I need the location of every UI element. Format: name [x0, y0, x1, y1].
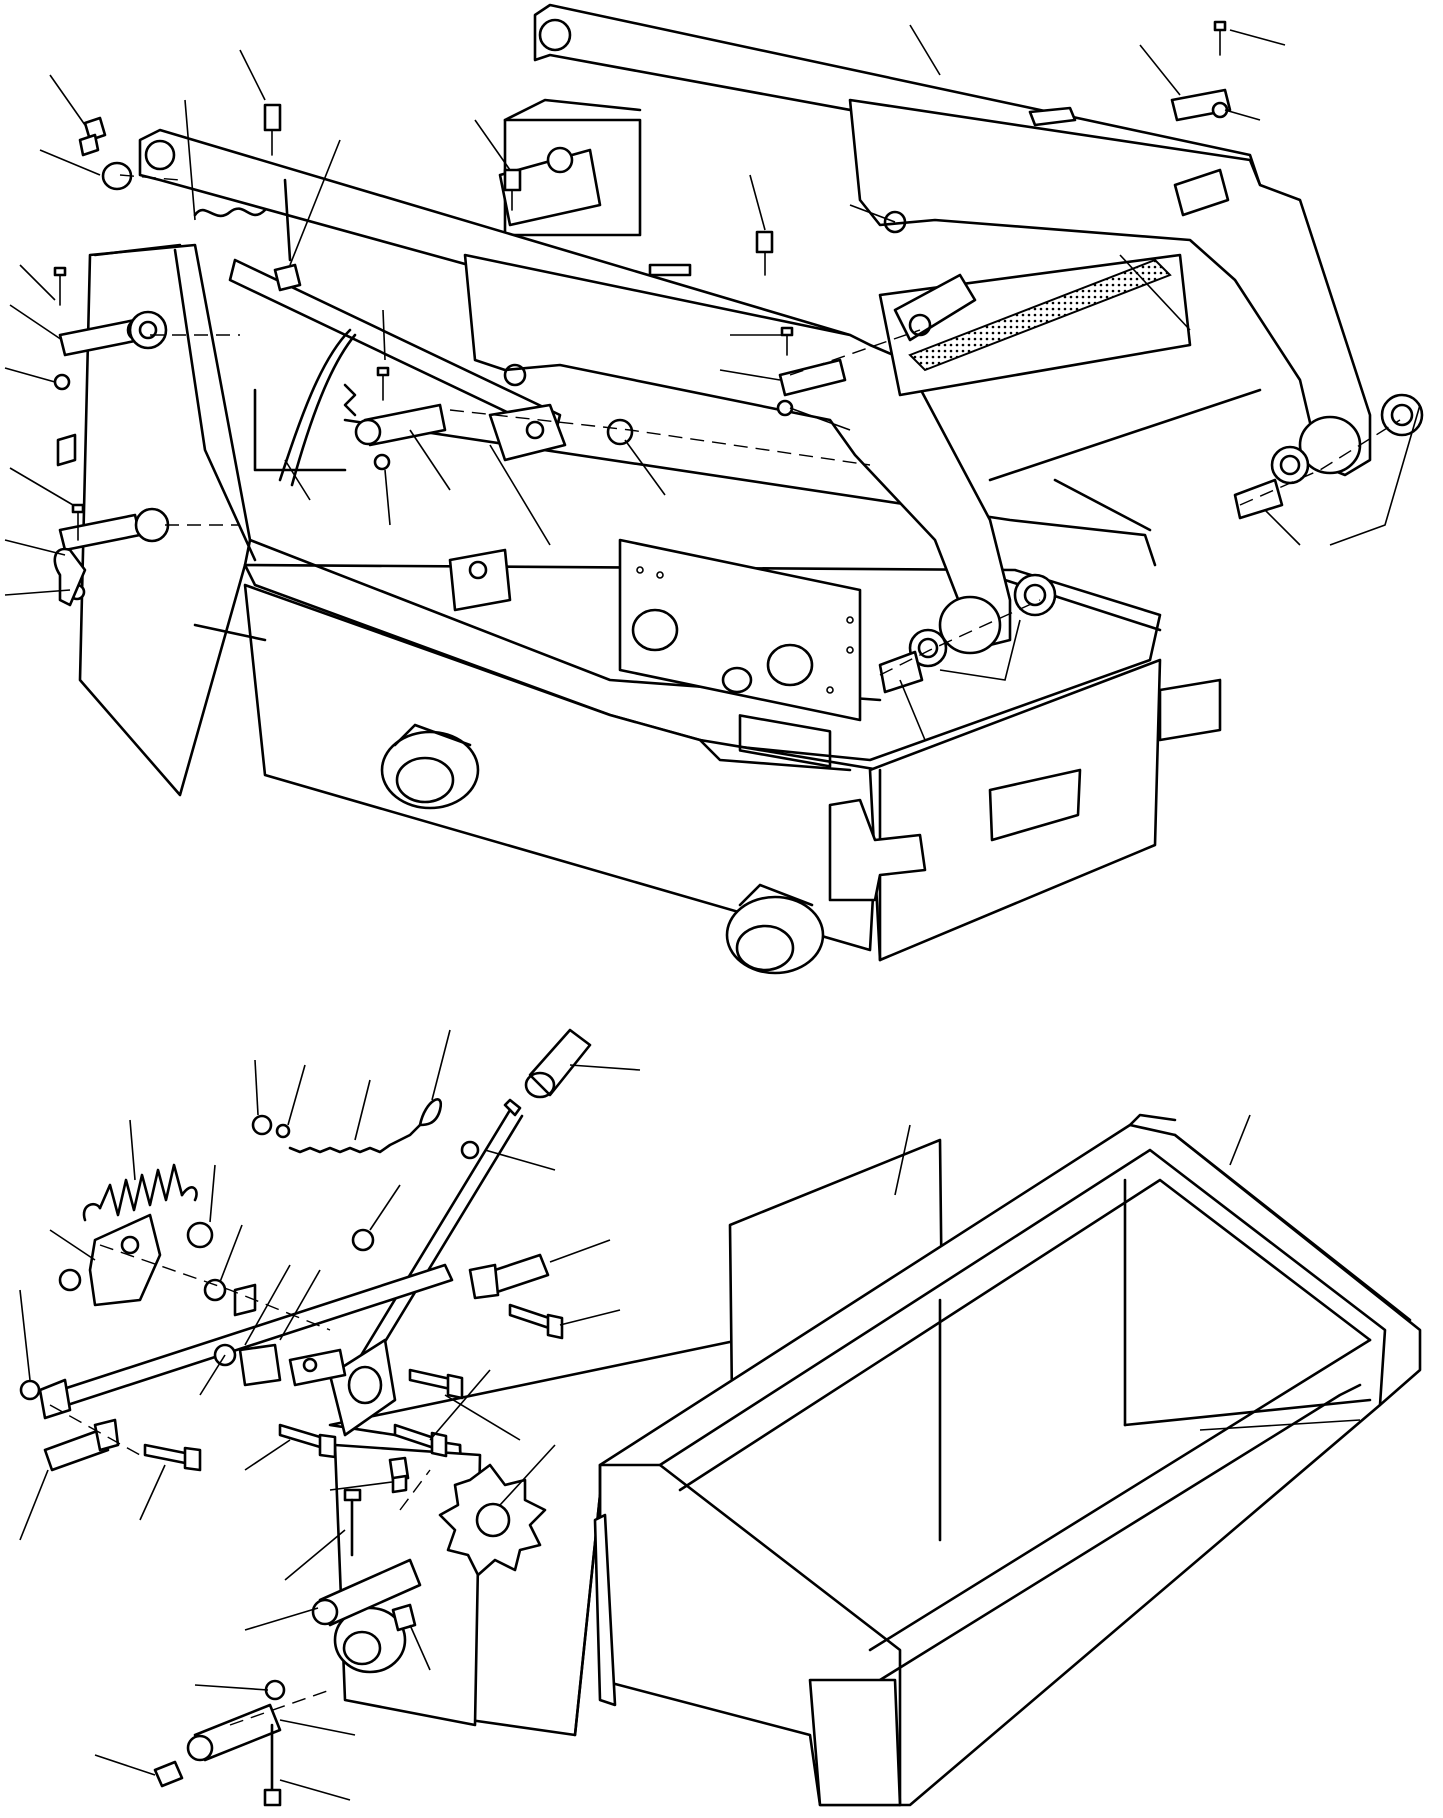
leader-lines-bucket	[894, 1114, 1361, 1431]
bolt	[408, 1368, 464, 1400]
tension-spring	[82, 1163, 198, 1222]
pin	[354, 403, 447, 447]
nut	[351, 1228, 375, 1252]
bolt	[780, 326, 794, 356]
tow-hub-left	[380, 723, 480, 810]
pin	[43, 1418, 120, 1472]
cross-bar	[878, 253, 1262, 482]
bolt	[508, 1303, 564, 1340]
nut	[53, 373, 71, 391]
washer	[908, 628, 948, 668]
nut	[264, 1679, 286, 1701]
bushing	[128, 310, 168, 350]
bushing	[1233, 478, 1284, 520]
bolt	[71, 503, 85, 541]
nut	[19, 1379, 41, 1401]
grease-fitting	[503, 168, 522, 211]
nut	[776, 399, 794, 417]
nut	[58, 1268, 82, 1292]
bucket-body	[593, 1113, 1422, 1807]
linkage-rod	[228, 178, 567, 487]
leader-lines-upper	[4, 24, 1421, 741]
bushing	[878, 650, 924, 694]
pin	[186, 1703, 282, 1762]
bolt	[1213, 20, 1227, 56]
base-frame	[78, 243, 1222, 975]
rear-upright	[498, 98, 642, 237]
loader-lift-frame	[4, 3, 1424, 975]
assembly-lines-lower	[49, 1244, 431, 1726]
bolt	[143, 1443, 202, 1472]
leader-lines-lower	[19, 1029, 641, 1801]
grease-fitting	[263, 103, 282, 156]
sprocket	[438, 1463, 547, 1577]
snap-ring	[606, 418, 634, 446]
front-lift-arm	[138, 128, 1012, 655]
assembly-lines-upper	[119, 174, 1401, 676]
pin	[468, 1253, 550, 1300]
chain	[251, 1098, 443, 1154]
bucket-release-linkage	[19, 1028, 982, 1807]
small-cylinder	[56, 433, 77, 467]
bolt	[278, 1423, 337, 1459]
grease-fitting	[755, 230, 774, 276]
release-lever	[338, 1028, 592, 1398]
grease-fitting	[153, 1760, 184, 1788]
bolt	[343, 1488, 362, 1557]
bucket	[593, 1113, 1422, 1807]
nut	[186, 1221, 214, 1249]
pivot-plate	[328, 1338, 397, 1437]
spring	[343, 383, 357, 417]
bolt	[263, 1723, 282, 1807]
nut	[391, 1603, 417, 1632]
pin-set-lower	[19, 1221, 564, 1807]
washer	[1380, 393, 1424, 437]
pin	[311, 1558, 422, 1627]
bolt	[393, 1423, 448, 1458]
bushing	[134, 507, 170, 543]
tow-hub-right	[725, 883, 825, 975]
washer	[1013, 573, 1057, 617]
nut	[203, 1278, 227, 1302]
bolt	[376, 366, 390, 401]
link-plate	[88, 1213, 162, 1307]
grease-fitting	[78, 116, 107, 157]
grease-fitting	[388, 1456, 410, 1494]
rear-lift-arm	[533, 3, 1372, 477]
latch-bracket	[238, 1343, 347, 1387]
bolt	[53, 266, 67, 306]
nut	[373, 453, 391, 471]
nut	[1211, 101, 1229, 119]
spring-clip	[193, 207, 267, 218]
pin-set-upper	[53, 20, 1424, 694]
